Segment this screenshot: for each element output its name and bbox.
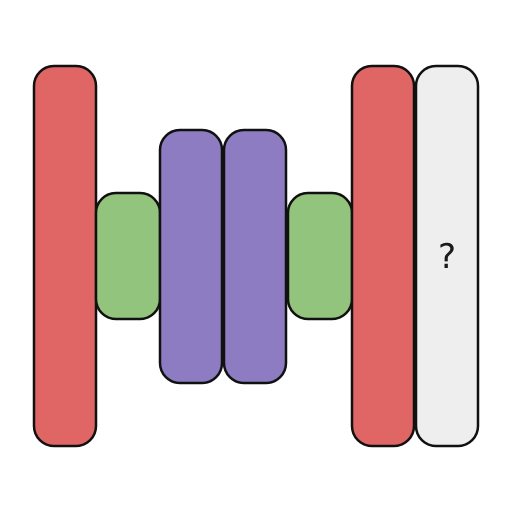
- block-1-red: [32, 64, 98, 448]
- block-3-purple: [158, 128, 224, 385]
- block-7-unknown: [414, 64, 480, 448]
- question-mark-label: ?: [438, 237, 456, 277]
- block-4-purple: [222, 128, 288, 385]
- block-5-green: [286, 191, 354, 321]
- block-2-green: [94, 191, 162, 321]
- block-6-red: [350, 64, 416, 448]
